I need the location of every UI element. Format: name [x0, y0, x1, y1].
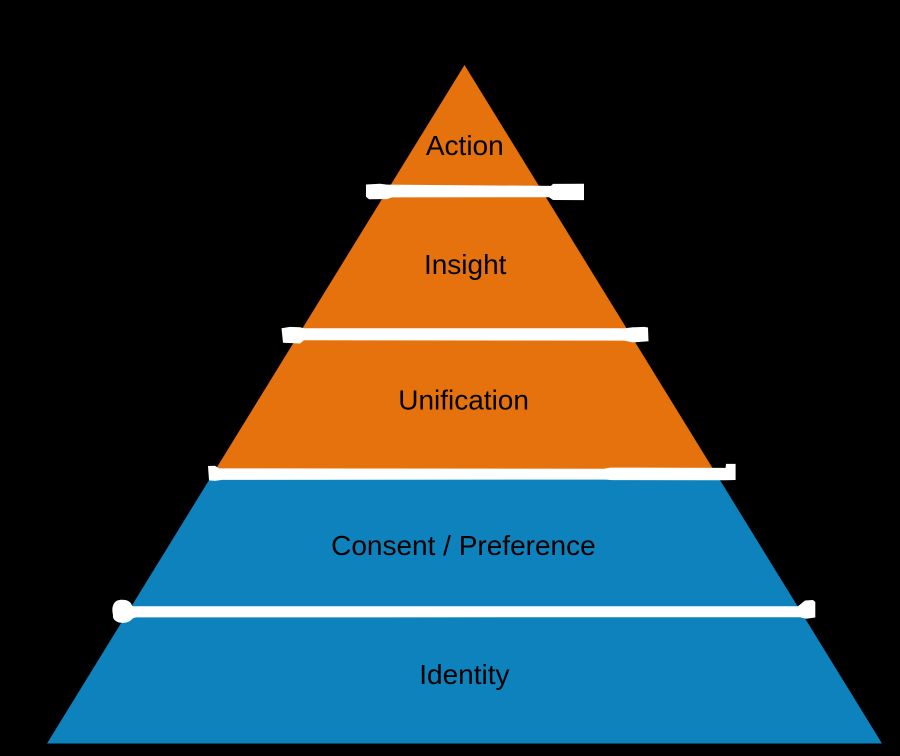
svg-text:Action: Action [426, 130, 504, 161]
svg-text:Identity: Identity [419, 659, 509, 690]
svg-text:Consent / Preference: Consent / Preference [331, 530, 596, 561]
svg-text:Unification: Unification [398, 384, 529, 415]
svg-text:Insight: Insight [424, 249, 507, 280]
